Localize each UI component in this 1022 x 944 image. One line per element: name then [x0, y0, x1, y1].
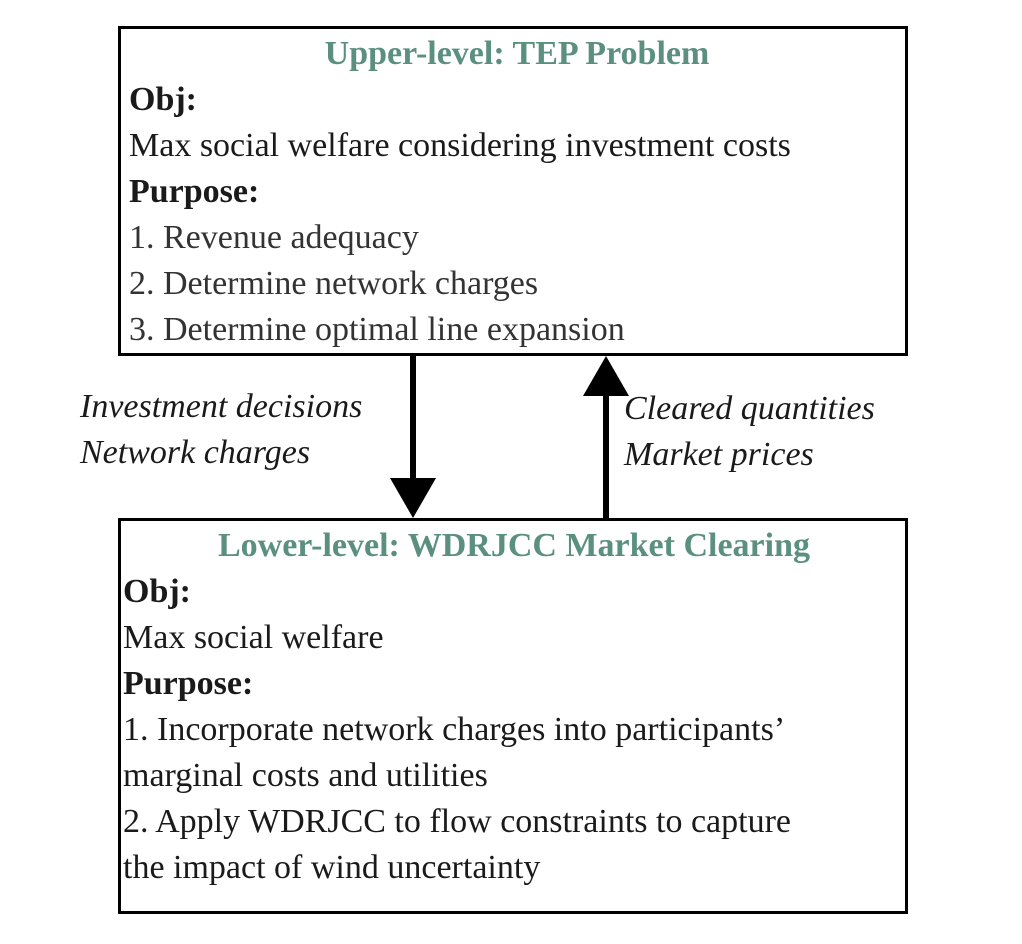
upper-obj-heading: Obj:	[129, 81, 197, 118]
upper-level-box: Upper-level: TEP Problem Obj: Max social…	[118, 26, 908, 356]
upper-purpose-item-2: 2. Determine network charges	[129, 265, 539, 302]
label-cleared-quantities: Cleared quantities	[624, 390, 875, 427]
upper-obj-text: Max social welfare considering investmen…	[129, 127, 791, 164]
lower-purpose-line-1: 1. Incorporate network charges into part…	[123, 711, 786, 748]
lower-level-box: Lower-level: WDRJCC Market Clearing Obj:…	[118, 518, 908, 914]
upper-purpose-heading: Purpose:	[129, 173, 260, 210]
lower-obj-heading: Obj:	[123, 573, 191, 610]
upper-purpose-item-3: 3. Determine optimal line expansion	[129, 311, 625, 348]
lower-purpose-line-4: the impact of wind uncertainty	[123, 849, 541, 886]
lower-purpose-heading: Purpose:	[123, 665, 254, 702]
upper-purpose-item-1: 1. Revenue adequacy	[129, 219, 419, 256]
upper-level-title: Upper-level: TEP Problem	[324, 35, 710, 72]
lower-purpose-line-3: 2. Apply WDRJCC to flow constraints to c…	[123, 803, 791, 840]
lower-obj-text: Max social welfare	[123, 619, 384, 656]
up-arrow	[583, 356, 629, 518]
downward-flow-labels: Investment decisions Network charges	[80, 384, 362, 476]
down-arrow	[390, 356, 436, 518]
label-market-prices: Market prices	[624, 436, 814, 473]
label-network-charges: Network charges	[80, 434, 311, 471]
lower-purpose-line-2: marginal costs and utilities	[123, 757, 488, 794]
label-investment-decisions: Investment decisions	[80, 388, 363, 425]
upward-flow-labels: Cleared quantities Market prices	[624, 386, 875, 478]
lower-level-title: Lower-level: WDRJCC Market Clearing	[217, 527, 810, 564]
